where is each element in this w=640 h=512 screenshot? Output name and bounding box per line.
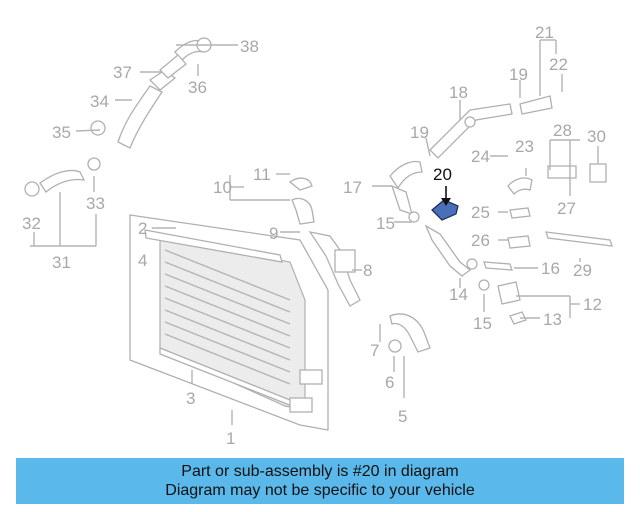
leader-lines xyxy=(30,39,599,425)
callout-37: 37 xyxy=(113,63,132,82)
hose-31-assembly xyxy=(24,120,106,197)
callout-21: 21 xyxy=(535,23,554,42)
callout-8: 8 xyxy=(363,261,372,280)
callout-labels: 38 37 36 34 35 33 32 31 10 11 9 2 4 8 7 … xyxy=(22,23,606,448)
callout-18: 18 xyxy=(449,83,468,102)
callout-15a: 15 xyxy=(376,214,395,233)
callout-3: 3 xyxy=(186,389,195,408)
callout-32: 32 xyxy=(22,214,41,233)
callout-15b: 15 xyxy=(473,314,492,333)
callout-36: 36 xyxy=(188,78,207,97)
part-20-component xyxy=(431,186,459,221)
callout-26: 26 xyxy=(471,231,490,250)
callout-14: 14 xyxy=(449,285,468,304)
callout-34: 34 xyxy=(90,92,109,111)
callout-1: 1 xyxy=(226,429,235,448)
callout-9: 9 xyxy=(269,224,278,243)
callout-6: 6 xyxy=(385,373,394,392)
callout-38: 38 xyxy=(240,37,259,56)
callout-4: 4 xyxy=(138,251,147,270)
callout-12: 12 xyxy=(583,295,602,314)
callout-19a: 19 xyxy=(410,123,429,142)
callout-13: 13 xyxy=(543,310,562,329)
callout-10: 10 xyxy=(213,178,232,197)
callout-16: 16 xyxy=(541,259,560,278)
callout-24: 24 xyxy=(471,147,490,166)
callout-35: 35 xyxy=(52,123,71,142)
callout-11: 11 xyxy=(253,165,271,184)
banner-line-2: Diagram may not be specific to your vehi… xyxy=(165,482,475,499)
callout-5: 5 xyxy=(398,407,407,426)
callout-30: 29 xyxy=(573,261,592,280)
intercooler xyxy=(129,214,329,431)
callout-20-highlighted: 20 xyxy=(433,165,452,184)
charge-air-pipe-center xyxy=(288,177,431,353)
charge-air-hose-right xyxy=(389,95,553,277)
callout-7: 7 xyxy=(370,341,379,360)
callout-25: 25 xyxy=(471,203,490,222)
callout-27: 27 xyxy=(557,199,576,218)
sensor-parts-right xyxy=(408,163,613,325)
callout-31: 31 xyxy=(52,253,71,272)
banner-line-1: Part or sub-assembly is #20 in diagram xyxy=(181,463,459,480)
callout-28: 28 xyxy=(553,121,572,140)
callout-29: 30 xyxy=(587,127,606,146)
callout-17: 17 xyxy=(343,178,362,197)
callout-23: 23 xyxy=(515,137,534,156)
callout-33: 33 xyxy=(86,194,105,213)
info-banner: Part or sub-assembly is #20 in diagram D… xyxy=(16,458,624,504)
callout-2: 2 xyxy=(138,219,147,238)
callout-19b: 19 xyxy=(509,65,528,84)
callout-22: 22 xyxy=(549,55,568,74)
